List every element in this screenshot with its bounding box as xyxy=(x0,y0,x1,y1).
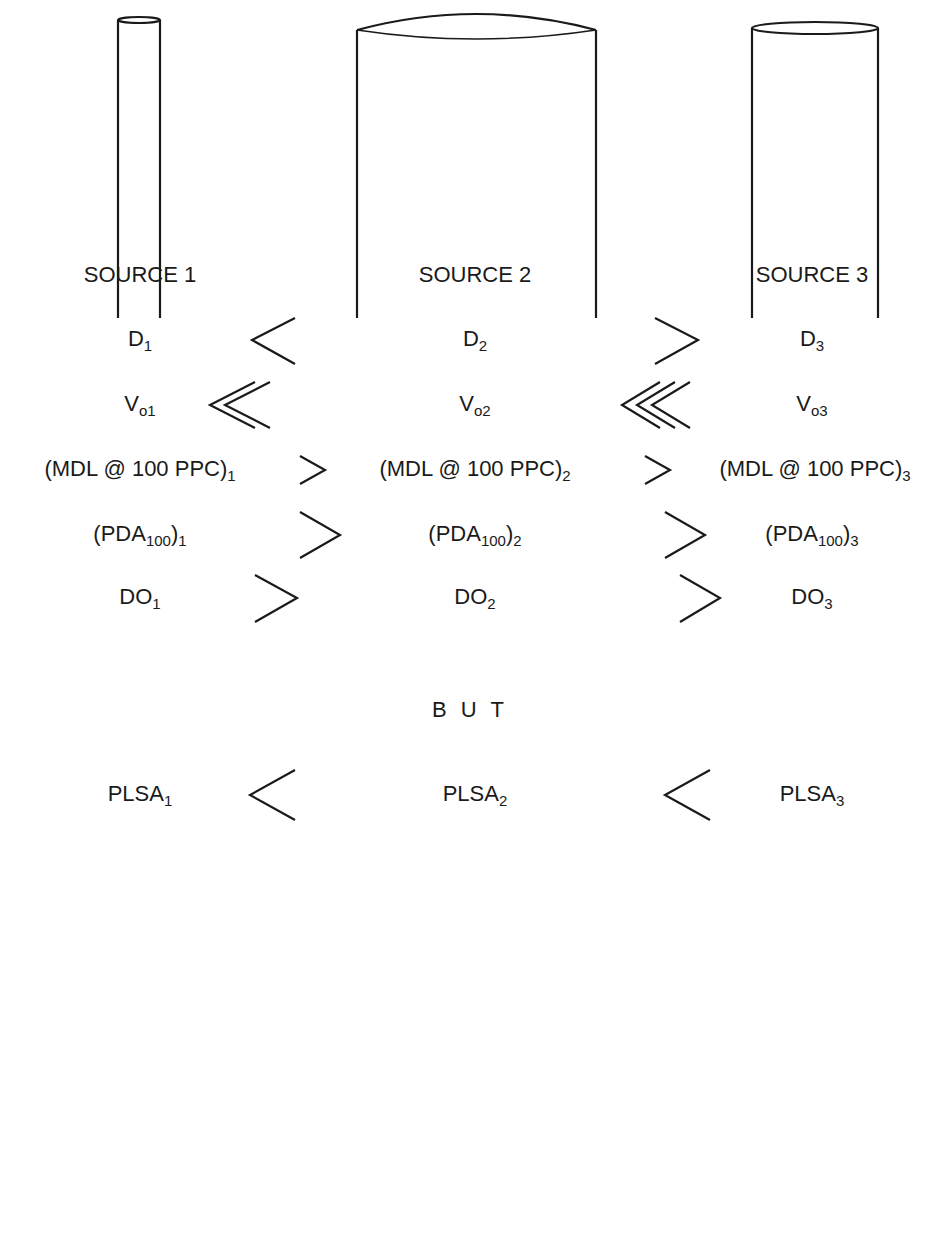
variable-label: PLSA3 xyxy=(780,781,845,810)
variable-label: Vo3 xyxy=(796,391,827,420)
stack-3 xyxy=(752,22,878,318)
variable-label: PLSA1 xyxy=(108,781,173,810)
variable-label: DO2 xyxy=(454,584,495,613)
variable-label: (MDL @ 100 PPC)1 xyxy=(44,456,235,485)
stack-2 xyxy=(357,14,596,318)
variable-label: D2 xyxy=(463,326,487,355)
variable-label: Vo2 xyxy=(459,391,490,420)
variable-label: (MDL @ 100 PPC)2 xyxy=(379,456,570,485)
variable-label: Vo1 xyxy=(124,391,155,420)
variable-label: PLSA2 xyxy=(443,781,508,810)
variable-label: (PDA100)1 xyxy=(93,521,186,550)
note-label: BUT xyxy=(432,697,518,723)
source-label: SOURCE 2 xyxy=(419,262,531,288)
comparison-symbols xyxy=(210,318,720,820)
variable-label: DO1 xyxy=(119,584,160,613)
source-label: SOURCE 1 xyxy=(84,262,196,288)
variable-label: D1 xyxy=(128,326,152,355)
variable-label: D3 xyxy=(800,326,824,355)
variable-label: (PDA100)3 xyxy=(765,521,858,550)
source-label: SOURCE 3 xyxy=(756,262,868,288)
variable-label: (PDA100)2 xyxy=(428,521,521,550)
variable-label: (MDL @ 100 PPC)3 xyxy=(719,456,910,485)
variable-label: DO3 xyxy=(791,584,832,613)
